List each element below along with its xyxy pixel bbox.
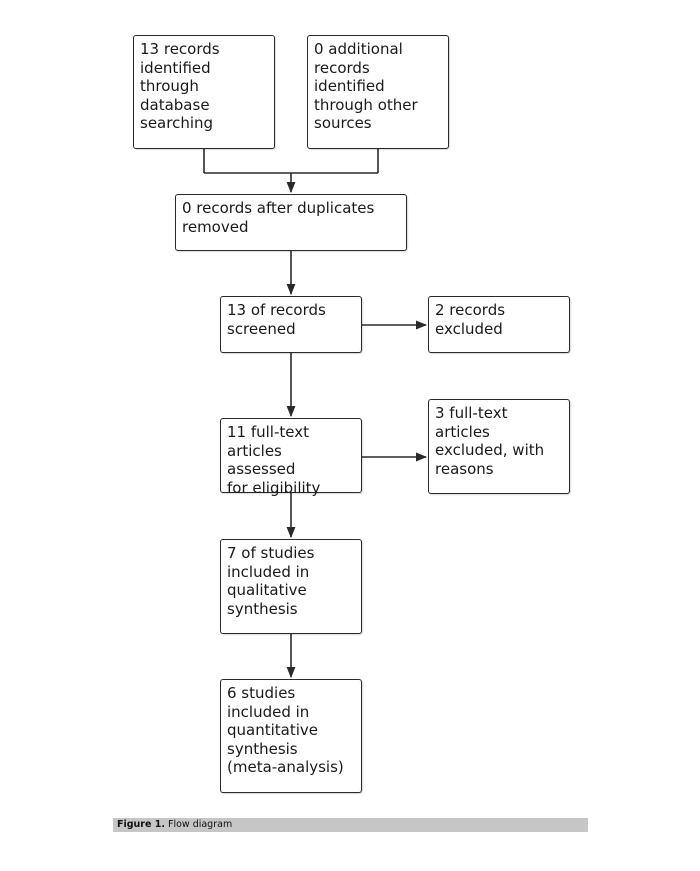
figure-caption: Figure 1. Flow diagram: [113, 818, 588, 832]
box-database-search: 13 records identified through database s…: [133, 35, 275, 149]
box-fulltext-excluded: 3 full-text articles excluded, with reas…: [428, 399, 570, 494]
box-after-duplicates: 0 records after duplicates removed: [175, 194, 407, 251]
box-records-screened: 13 of records screened: [220, 296, 362, 353]
box-qualitative-synthesis: 7 of studies included in qualitative syn…: [220, 539, 362, 634]
box-other-sources: 0 additional records identified through …: [307, 35, 449, 149]
figure-caption-label: Figure 1.: [117, 819, 165, 830]
box-fulltext-assessed: 11 full-text articles assessed for eligi…: [220, 418, 362, 497]
box-quantitative-synthesis: 6 studies included in quantitative synth…: [220, 679, 362, 793]
box-records-excluded: 2 records excluded: [428, 296, 570, 353]
figure-caption-text: Flow diagram: [164, 819, 233, 830]
